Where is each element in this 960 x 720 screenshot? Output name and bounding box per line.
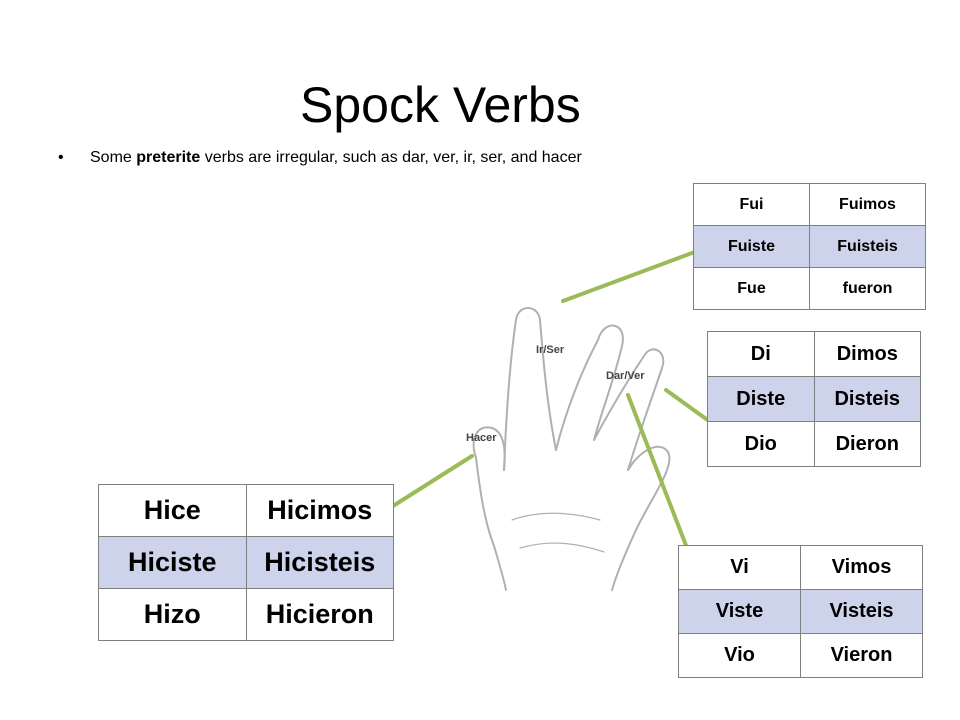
table-row: Dio Dieron xyxy=(707,421,921,467)
table-cell: Fuimos xyxy=(809,183,926,226)
table-cell: Vio xyxy=(678,633,801,678)
table-cell: Hicieron xyxy=(245,588,394,641)
table-row: Viste Visteis xyxy=(678,589,923,634)
connector-hacer xyxy=(391,454,474,508)
bullet-suffix: verbs are irregular, such as dar, ver, i… xyxy=(200,149,582,166)
table-hacer: Hice Hicimos Hiciste Hicisteis Hizo Hici… xyxy=(98,484,394,641)
table-ir-ser: Fui Fuimos Fuiste Fuisteis Fue fueron xyxy=(693,183,926,310)
table-cell: Dimos xyxy=(813,331,921,377)
bullet-bold-word: preterite xyxy=(136,149,201,166)
table-cell: Hicisteis xyxy=(245,536,394,589)
table-row: Hice Hicimos xyxy=(98,484,394,537)
label-ir-ser: Ir/Ser xyxy=(536,344,565,356)
table-cell: Visteis xyxy=(800,589,923,634)
bullet-dot-icon: • xyxy=(58,149,64,166)
label-dar-ver: Dar/Ver xyxy=(606,370,645,382)
hand-outline xyxy=(472,307,671,591)
table-cell: Hiciste xyxy=(98,536,247,589)
table-cell: Hice xyxy=(98,484,247,537)
table-cell: Fui xyxy=(693,183,810,226)
table-cell: Disteis xyxy=(813,376,921,422)
table-cell: Fuisteis xyxy=(809,225,926,268)
table-cell: Dio xyxy=(707,421,815,467)
table-row: Di Dimos xyxy=(707,331,921,377)
table-row: Fuiste Fuisteis xyxy=(693,225,926,268)
table-cell: Vimos xyxy=(800,545,923,590)
table-row: Hizo Hicieron xyxy=(98,588,394,641)
label-hacer: Hacer xyxy=(466,432,497,444)
slide-title: Spock Verbs xyxy=(300,77,581,133)
table-cell: Fuiste xyxy=(693,225,810,268)
table-cell: Dieron xyxy=(813,421,921,467)
table-cell: Hizo xyxy=(98,588,247,641)
bullet-point: • Some preterite verbs are irregular, suc… xyxy=(58,146,938,170)
table-cell: fueron xyxy=(809,267,926,310)
table-cell: Di xyxy=(707,331,815,377)
connector-lines xyxy=(391,248,729,550)
table-cell: Diste xyxy=(707,376,815,422)
table-ver: Vi Vimos Viste Visteis Vio Vieron xyxy=(678,545,923,678)
table-cell: Vi xyxy=(678,545,801,590)
table-cell: Fue xyxy=(693,267,810,310)
table-row: Vio Vieron xyxy=(678,633,923,678)
table-cell: Vieron xyxy=(800,633,923,678)
table-row: Hiciste Hicisteis xyxy=(98,536,394,589)
table-row: Vi Vimos xyxy=(678,545,923,590)
table-row: Fui Fuimos xyxy=(693,183,926,226)
connector-ver xyxy=(626,393,689,550)
table-row: Fue fueron xyxy=(693,267,926,310)
bullet-text: Some preterite verbs are irregular, such… xyxy=(90,149,582,166)
table-cell: Viste xyxy=(678,589,801,634)
table-cell: Hicimos xyxy=(245,484,394,537)
bullet-prefix: Some xyxy=(90,149,137,166)
table-dar: Di Dimos Diste Disteis Dio Dieron xyxy=(707,331,921,467)
table-row: Diste Disteis xyxy=(707,376,921,422)
connector-ir-ser xyxy=(561,248,702,303)
